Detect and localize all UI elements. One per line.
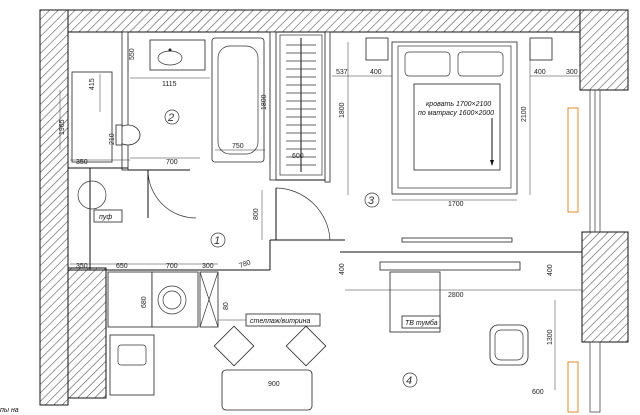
dim-600b: 600: [532, 389, 544, 396]
notes: кровать 1700×2100 по матрасу 1600×2000 п…: [0, 101, 494, 414]
mattress-size-label: по матрасу 1600×2000: [418, 110, 494, 117]
dim-400b: 400: [534, 69, 546, 76]
dimension-lines: [59, 36, 582, 390]
room-1: 1: [214, 235, 220, 247]
bed-size-label: кровать 1700×2100: [426, 101, 491, 108]
dim-900: 900: [268, 381, 280, 388]
wall-right-mid: [581, 231, 629, 343]
dimension-texts: 550 1115 415 1800 750 600 350 700 210 19…: [59, 48, 578, 396]
room-4: 4: [406, 375, 412, 387]
dim-700b: 700: [166, 263, 178, 270]
wall-right-top: [579, 9, 629, 91]
edge-label: пы на: [0, 407, 19, 414]
window-right: [567, 89, 601, 413]
nightstand-right: [529, 37, 553, 61]
dim-350b: 350: [76, 263, 88, 270]
doors: [77, 169, 331, 241]
bathroom: [71, 37, 265, 163]
nightstand-left: [365, 37, 389, 61]
shelf-label: стеллаж/витрина: [250, 318, 310, 325]
wall-top: [39, 9, 629, 33]
bed: [365, 37, 553, 195]
pouf-label: пуф: [99, 214, 112, 221]
dim-600a: 600: [292, 153, 304, 160]
dim-800: 800: [253, 208, 260, 220]
dim-1300: 1300: [547, 329, 554, 345]
dim-300a: 300: [566, 69, 578, 76]
dim-700a: 700: [166, 159, 178, 166]
dim-350a: 350: [76, 159, 88, 166]
room-2: 2: [167, 112, 174, 124]
dim-780: 780: [238, 259, 251, 270]
dining-table: [213, 324, 529, 411]
kitchen: [107, 271, 219, 396]
wall-bottom-left: [67, 267, 107, 399]
dim-1800b: 1800: [339, 102, 346, 118]
room-3: 3: [368, 195, 375, 207]
dim-300b: 300: [202, 263, 214, 270]
tv-stand-label: ТВ тумба: [405, 319, 438, 327]
dim-1800: 1800: [261, 94, 268, 110]
room-labels: 2 1 3 4: [164, 109, 418, 388]
dim-415: 415: [89, 78, 96, 90]
dim-2800: 2800: [448, 292, 464, 299]
toilet: [71, 71, 113, 163]
dim-210: 210: [109, 133, 116, 145]
dim-1700: 1700: [448, 201, 464, 208]
dim-680: 680: [141, 296, 148, 308]
dim-400d: 400: [547, 264, 554, 276]
dim-2100: 2100: [521, 106, 528, 122]
dim-750: 750: [232, 143, 244, 150]
dim-550: 550: [129, 48, 136, 60]
dim-80: 80: [223, 302, 230, 310]
dim-1965: 1965: [59, 119, 66, 135]
dim-400c: 400: [339, 263, 346, 275]
dim-537: 537: [336, 69, 348, 76]
wardrobe: [279, 34, 323, 176]
dim-650: 650: [116, 263, 128, 270]
dim-400a: 400: [370, 69, 382, 76]
bathtub: [211, 37, 265, 163]
dim-1115: 1115: [162, 81, 177, 88]
sink: [149, 39, 206, 71]
exterior-walls: [39, 9, 629, 406]
interior-walls: [68, 31, 582, 271]
wall-left: [39, 9, 69, 406]
